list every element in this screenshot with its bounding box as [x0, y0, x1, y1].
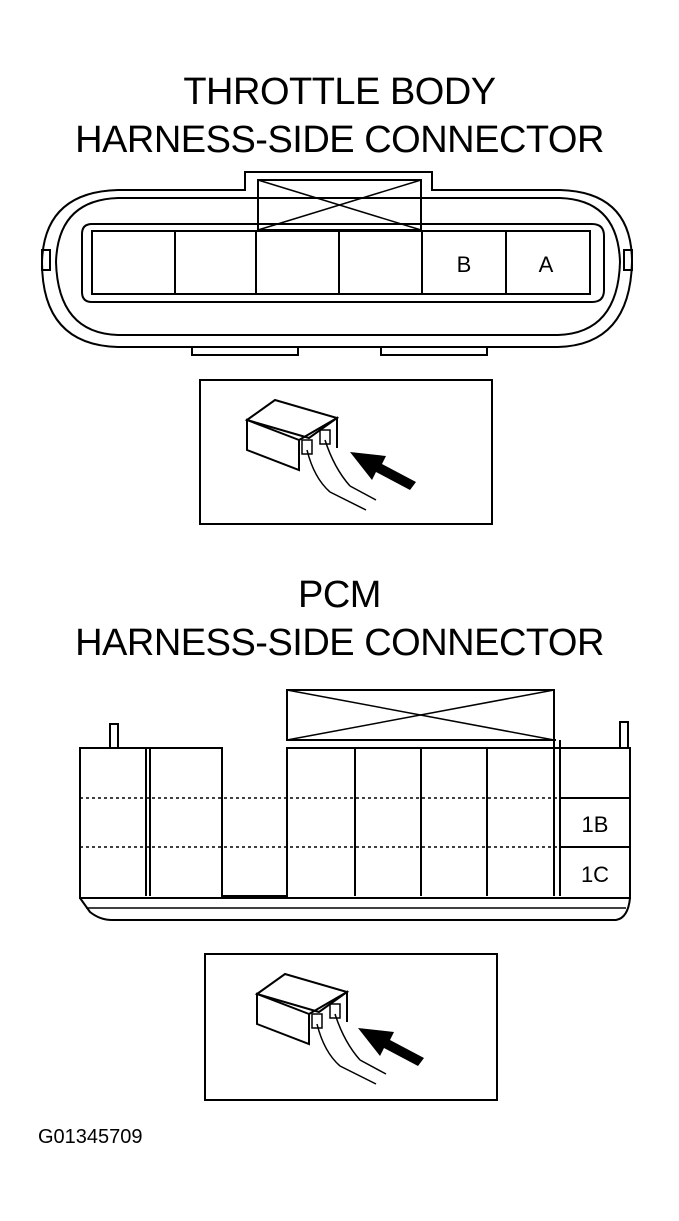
tb-probe-inset [199, 379, 493, 525]
throttle-body-connector [40, 171, 634, 356]
tb-pin-b-label: B [457, 252, 472, 277]
figure-id: G01345709 [38, 1126, 143, 1148]
pcm-pin-1b-label: 1B [582, 812, 609, 837]
tb-pin-a-label: A [539, 252, 554, 277]
pcm-title: PCM [298, 574, 381, 616]
pcm-connector [79, 689, 631, 921]
pcm-subtitle: HARNESS-SIDE CONNECTOR [75, 622, 604, 664]
throttle-body-subtitle: HARNESS-SIDE CONNECTOR [75, 119, 604, 161]
pcm-pin-1c-label: 1C [581, 862, 609, 887]
pcm-probe-inset [204, 953, 498, 1101]
throttle-body-title: THROTTLE BODY [183, 71, 496, 113]
